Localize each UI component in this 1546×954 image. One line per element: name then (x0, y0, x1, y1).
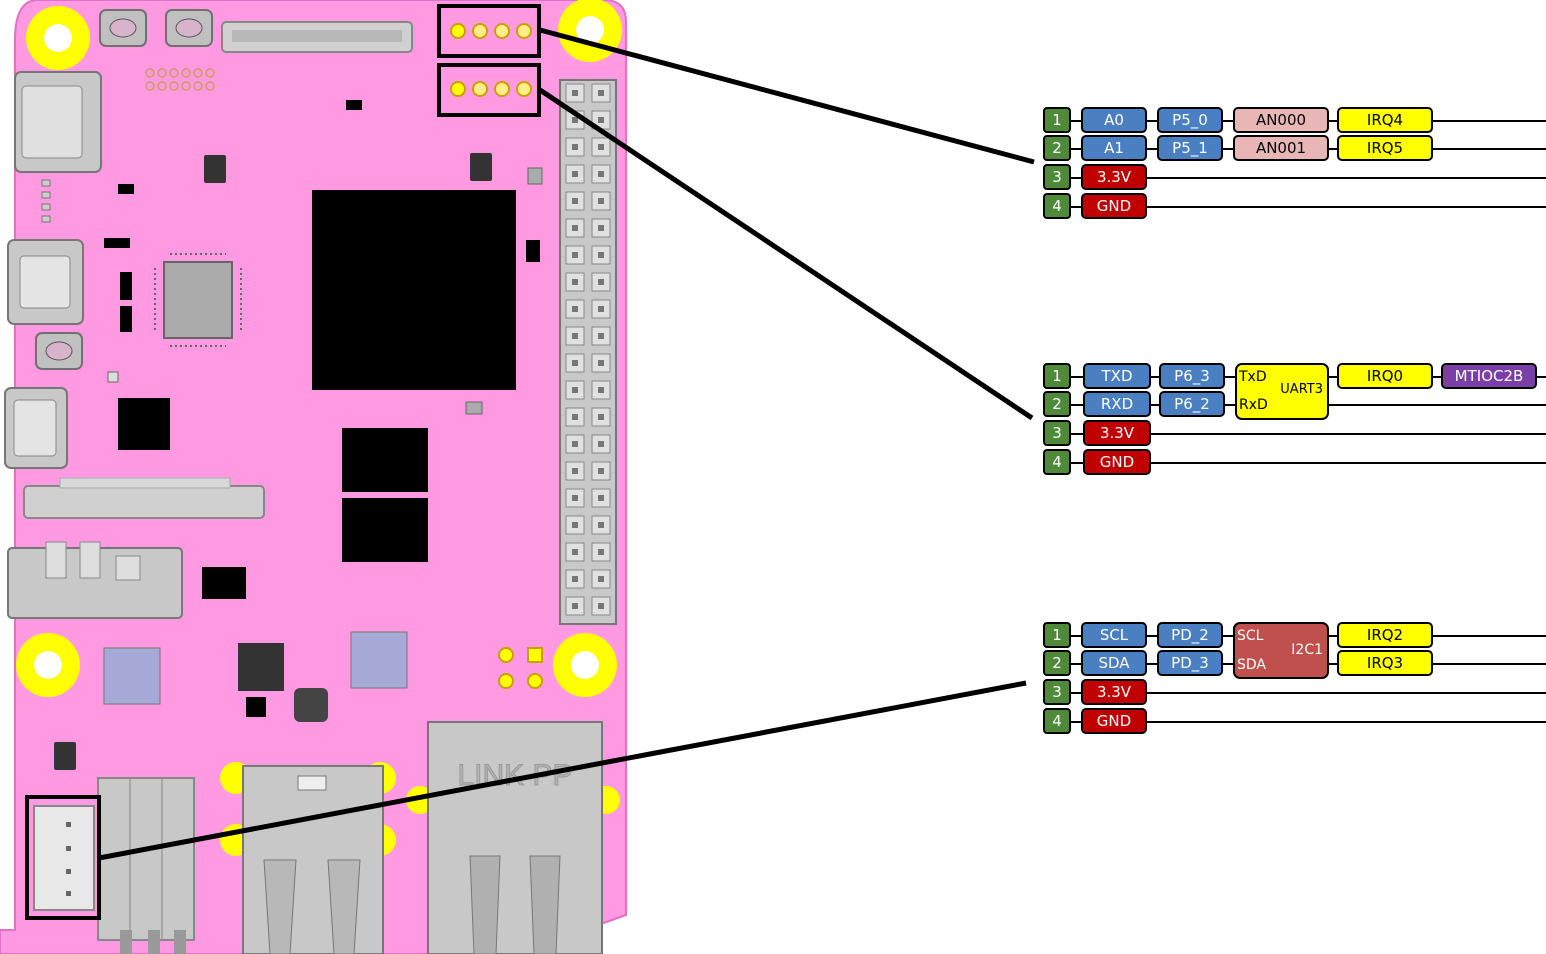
arduino-pin-label: TXD (1083, 363, 1151, 389)
leader-line-uart (538, 87, 1034, 421)
ground-pin-label: GND (1081, 193, 1147, 219)
header-pad (494, 23, 510, 39)
pin-number: 1 (1043, 622, 1071, 648)
power-pin-label: 3.3V (1081, 164, 1147, 190)
main-soc (312, 190, 516, 390)
i2c-signal-scl: SCL (1237, 628, 1264, 644)
port-pin-label: PD_2 (1157, 622, 1223, 648)
uart-signal-rx: RxD (1239, 397, 1268, 413)
pin-row: 3 3.3V (1043, 164, 1546, 190)
pin-row: 4 GND (1043, 708, 1546, 734)
uart-signal-tx: TxD (1239, 369, 1267, 385)
analog-channel-label: AN000 (1233, 107, 1329, 133)
pin-number: 3 (1043, 679, 1071, 705)
irq-label: IRQ3 (1337, 650, 1433, 676)
header-pad (450, 81, 466, 97)
pin-number: 4 (1043, 193, 1071, 219)
memory-chip-1 (342, 428, 428, 492)
highlight-box-analog (437, 4, 541, 58)
arduino-pin-label: A1 (1081, 135, 1147, 161)
timer-label: MTIOC2B (1441, 363, 1537, 389)
header-pad (450, 23, 466, 39)
pin-row: 1 A0 P5_0 AN000 IRQ4 (1043, 107, 1546, 133)
header-pad (472, 23, 488, 39)
leader-line-analog (539, 27, 1035, 165)
pin-number: 2 (1043, 650, 1071, 676)
ground-pin-label: GND (1083, 449, 1151, 475)
port-pin-label: P6_2 (1159, 391, 1225, 417)
pin-row: 3 3.3V (1043, 679, 1546, 705)
power-pin-label: 3.3V (1081, 679, 1147, 705)
header-pad (494, 81, 510, 97)
qfp-chip (163, 261, 233, 339)
pin-row: 1 TXD P6_3 IRQ0 MTIOC2B (1043, 363, 1546, 389)
port-pin-label: P6_3 (1159, 363, 1225, 389)
arduino-pin-label: RXD (1083, 391, 1151, 417)
highlight-box-uart (437, 63, 541, 117)
mounting-holes (16, 0, 622, 697)
leader-line-i2c (98, 680, 1027, 861)
header-pad (472, 81, 488, 97)
irq-label: IRQ2 (1337, 622, 1433, 648)
irq-label: IRQ5 (1337, 135, 1433, 161)
i2c-block-label: I2C1 (1291, 642, 1323, 658)
arduino-pin-label: A0 (1081, 107, 1147, 133)
ground-pin-label: GND (1081, 708, 1147, 734)
arduino-pin-label: SDA (1081, 650, 1147, 676)
port-pin-label: P5_1 (1157, 135, 1223, 161)
irq-label: IRQ0 (1337, 363, 1433, 389)
pin-row: 3 3.3V (1043, 420, 1546, 446)
header-pad (516, 81, 532, 97)
memory-chip-2 (342, 498, 428, 562)
analog-channel-label: AN001 (1233, 135, 1329, 161)
board-illustration: LINK PP (0, 0, 627, 954)
port-pin-label: PD_3 (1157, 650, 1223, 676)
power-pin-label: 3.3V (1083, 420, 1151, 446)
pin-number: 2 (1043, 135, 1071, 161)
arduino-pin-label: SCL (1081, 622, 1147, 648)
pin-number: 1 (1043, 107, 1071, 133)
ethernet-connector (427, 721, 603, 954)
i2c-peripheral-block: SCL I2C1 SDA (1233, 622, 1329, 679)
pin-number: 4 (1043, 708, 1071, 734)
pin-row: 4 GND (1043, 193, 1546, 219)
pin-number: 2 (1043, 391, 1071, 417)
pin-row: 2 A1 P5_1 AN001 IRQ5 (1043, 135, 1546, 161)
i2c-signal-sda: SDA (1237, 657, 1266, 673)
uart-peripheral-block: TxD UART3 RxD (1235, 363, 1329, 420)
irq-label: IRQ4 (1337, 107, 1433, 133)
pin-row: 4 GND (1043, 449, 1546, 475)
pin-number: 3 (1043, 164, 1071, 190)
pin-number: 1 (1043, 363, 1071, 389)
header-pad (516, 23, 532, 39)
port-pin-label: P5_0 (1157, 107, 1223, 133)
push-buttons (35, 9, 213, 370)
terminal-block (97, 777, 195, 941)
pin-number: 3 (1043, 420, 1071, 446)
pad-grid (145, 68, 215, 91)
pin-number: 4 (1043, 449, 1071, 475)
uart-block-label: UART3 (1280, 382, 1323, 397)
small-chips (104, 100, 540, 717)
